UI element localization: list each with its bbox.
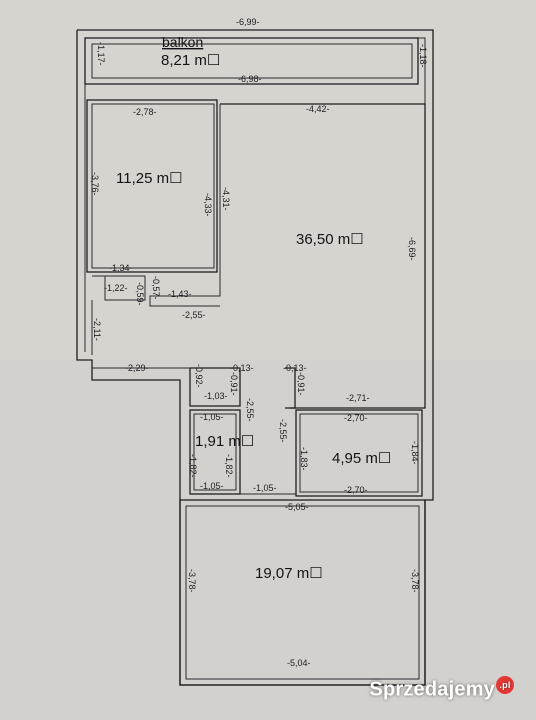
hall-closet [92, 275, 146, 301]
living-room-area: 36,50 m☐ [296, 231, 364, 248]
bedroom-large-outline [179, 499, 426, 686]
dim-hall-255: -2,55- [182, 310, 206, 320]
dim-hall-211: -2,11- [92, 318, 102, 341]
dim-bath-top: -2,70- [344, 413, 368, 423]
dim-ws-top: -1,05- [200, 412, 224, 422]
dim-hall-122: -1,22- [104, 283, 128, 293]
dim-c-091a: -0,91- [229, 372, 239, 396]
paper-fold-light [0, 0, 536, 360]
dim-living-right: -6,69- [407, 237, 417, 261]
corridor-right-block [285, 367, 296, 409]
sprzedajemy-watermark: Sprzedajemy.pl [369, 676, 514, 702]
dim-c-255b: -2,55- [278, 419, 288, 443]
dim-c-092: -0,92- [194, 364, 204, 388]
dim-bath-bottom: -2,70- [344, 485, 368, 495]
balcony-area: 8,21 m☐ [161, 52, 220, 69]
wc-area: 1,91 m☐ [195, 433, 254, 450]
bathroom-inner [299, 413, 419, 493]
dim-bed-small-right-a: -4,33- [203, 193, 213, 217]
bedroom-small-area: 11,25 m☐ [116, 170, 183, 187]
bathroom-outline [295, 409, 423, 497]
dim-bed-small-right-b: -4,31- [221, 187, 231, 211]
bedroom-large-inner [185, 505, 420, 680]
dim-hall-057: -0,57- [151, 276, 161, 300]
dim-balcony-bottom: -6,98- [238, 74, 262, 84]
living-room-inner [149, 104, 221, 307]
dim-living-bottom: -2,71- [346, 393, 370, 403]
wc-inner [193, 413, 237, 491]
balcony-inner [91, 43, 413, 79]
dim-living-top: -4,42- [306, 104, 330, 114]
bedroom-small-inner [91, 103, 215, 269]
dim-ws-right: -1,82- [224, 454, 234, 478]
dim-hall-229: -2,29- [125, 363, 149, 373]
watermark-text: Sprzedajemy [369, 679, 495, 701]
corridor-left-block [189, 367, 241, 407]
dim-bed-large-bottom: -5,04- [287, 658, 311, 668]
dim-bed-large-right: -3,78- [410, 569, 420, 593]
dim-c-103: -1,03- [204, 391, 228, 401]
dim-bed-small-bottom: -1,34- [109, 263, 133, 273]
dim-top-outer: -6,99- [236, 17, 260, 27]
balcony-outline [84, 37, 419, 85]
dim-ws-left: -1,82- [188, 454, 198, 478]
dim-bath-left: -1,83- [299, 447, 309, 471]
dim-balcony-left: -1,17- [96, 42, 106, 66]
dim-balcony-right: -1,18- [418, 44, 428, 68]
living-room-outline [220, 103, 426, 409]
dim-c-091b: -0,91- [296, 372, 306, 396]
dim-bed-small-top: -2,78- [133, 107, 157, 117]
dim-c-013a: -0,13- [230, 363, 254, 373]
dim-hall-143: -1,43- [168, 289, 192, 299]
watermark-badge: .pl [496, 676, 514, 695]
dim-bath-right: -1,84- [410, 441, 420, 465]
bathroom-area: 4,95 m☐ [332, 450, 391, 467]
dim-c-255a: -2,55- [245, 398, 255, 422]
bedroom-small-outline [86, 99, 218, 273]
wc-outline [189, 409, 241, 495]
dim-bed-large-top: -5,05- [285, 502, 309, 512]
dim-bed-large-left: -3,78- [187, 569, 197, 593]
dim-c-013b: -0,13- [283, 363, 307, 373]
dim-hall-059: -0,59- [135, 282, 145, 306]
bedroom-large-area: 19,07 m☐ [255, 565, 323, 582]
dim-ws-bottom: -1,05- [200, 481, 224, 491]
balcony-label: balkon [162, 34, 203, 50]
dim-bed-small-left: -3,76- [90, 172, 100, 196]
dim-corr-bottom: -1,05- [253, 483, 277, 493]
